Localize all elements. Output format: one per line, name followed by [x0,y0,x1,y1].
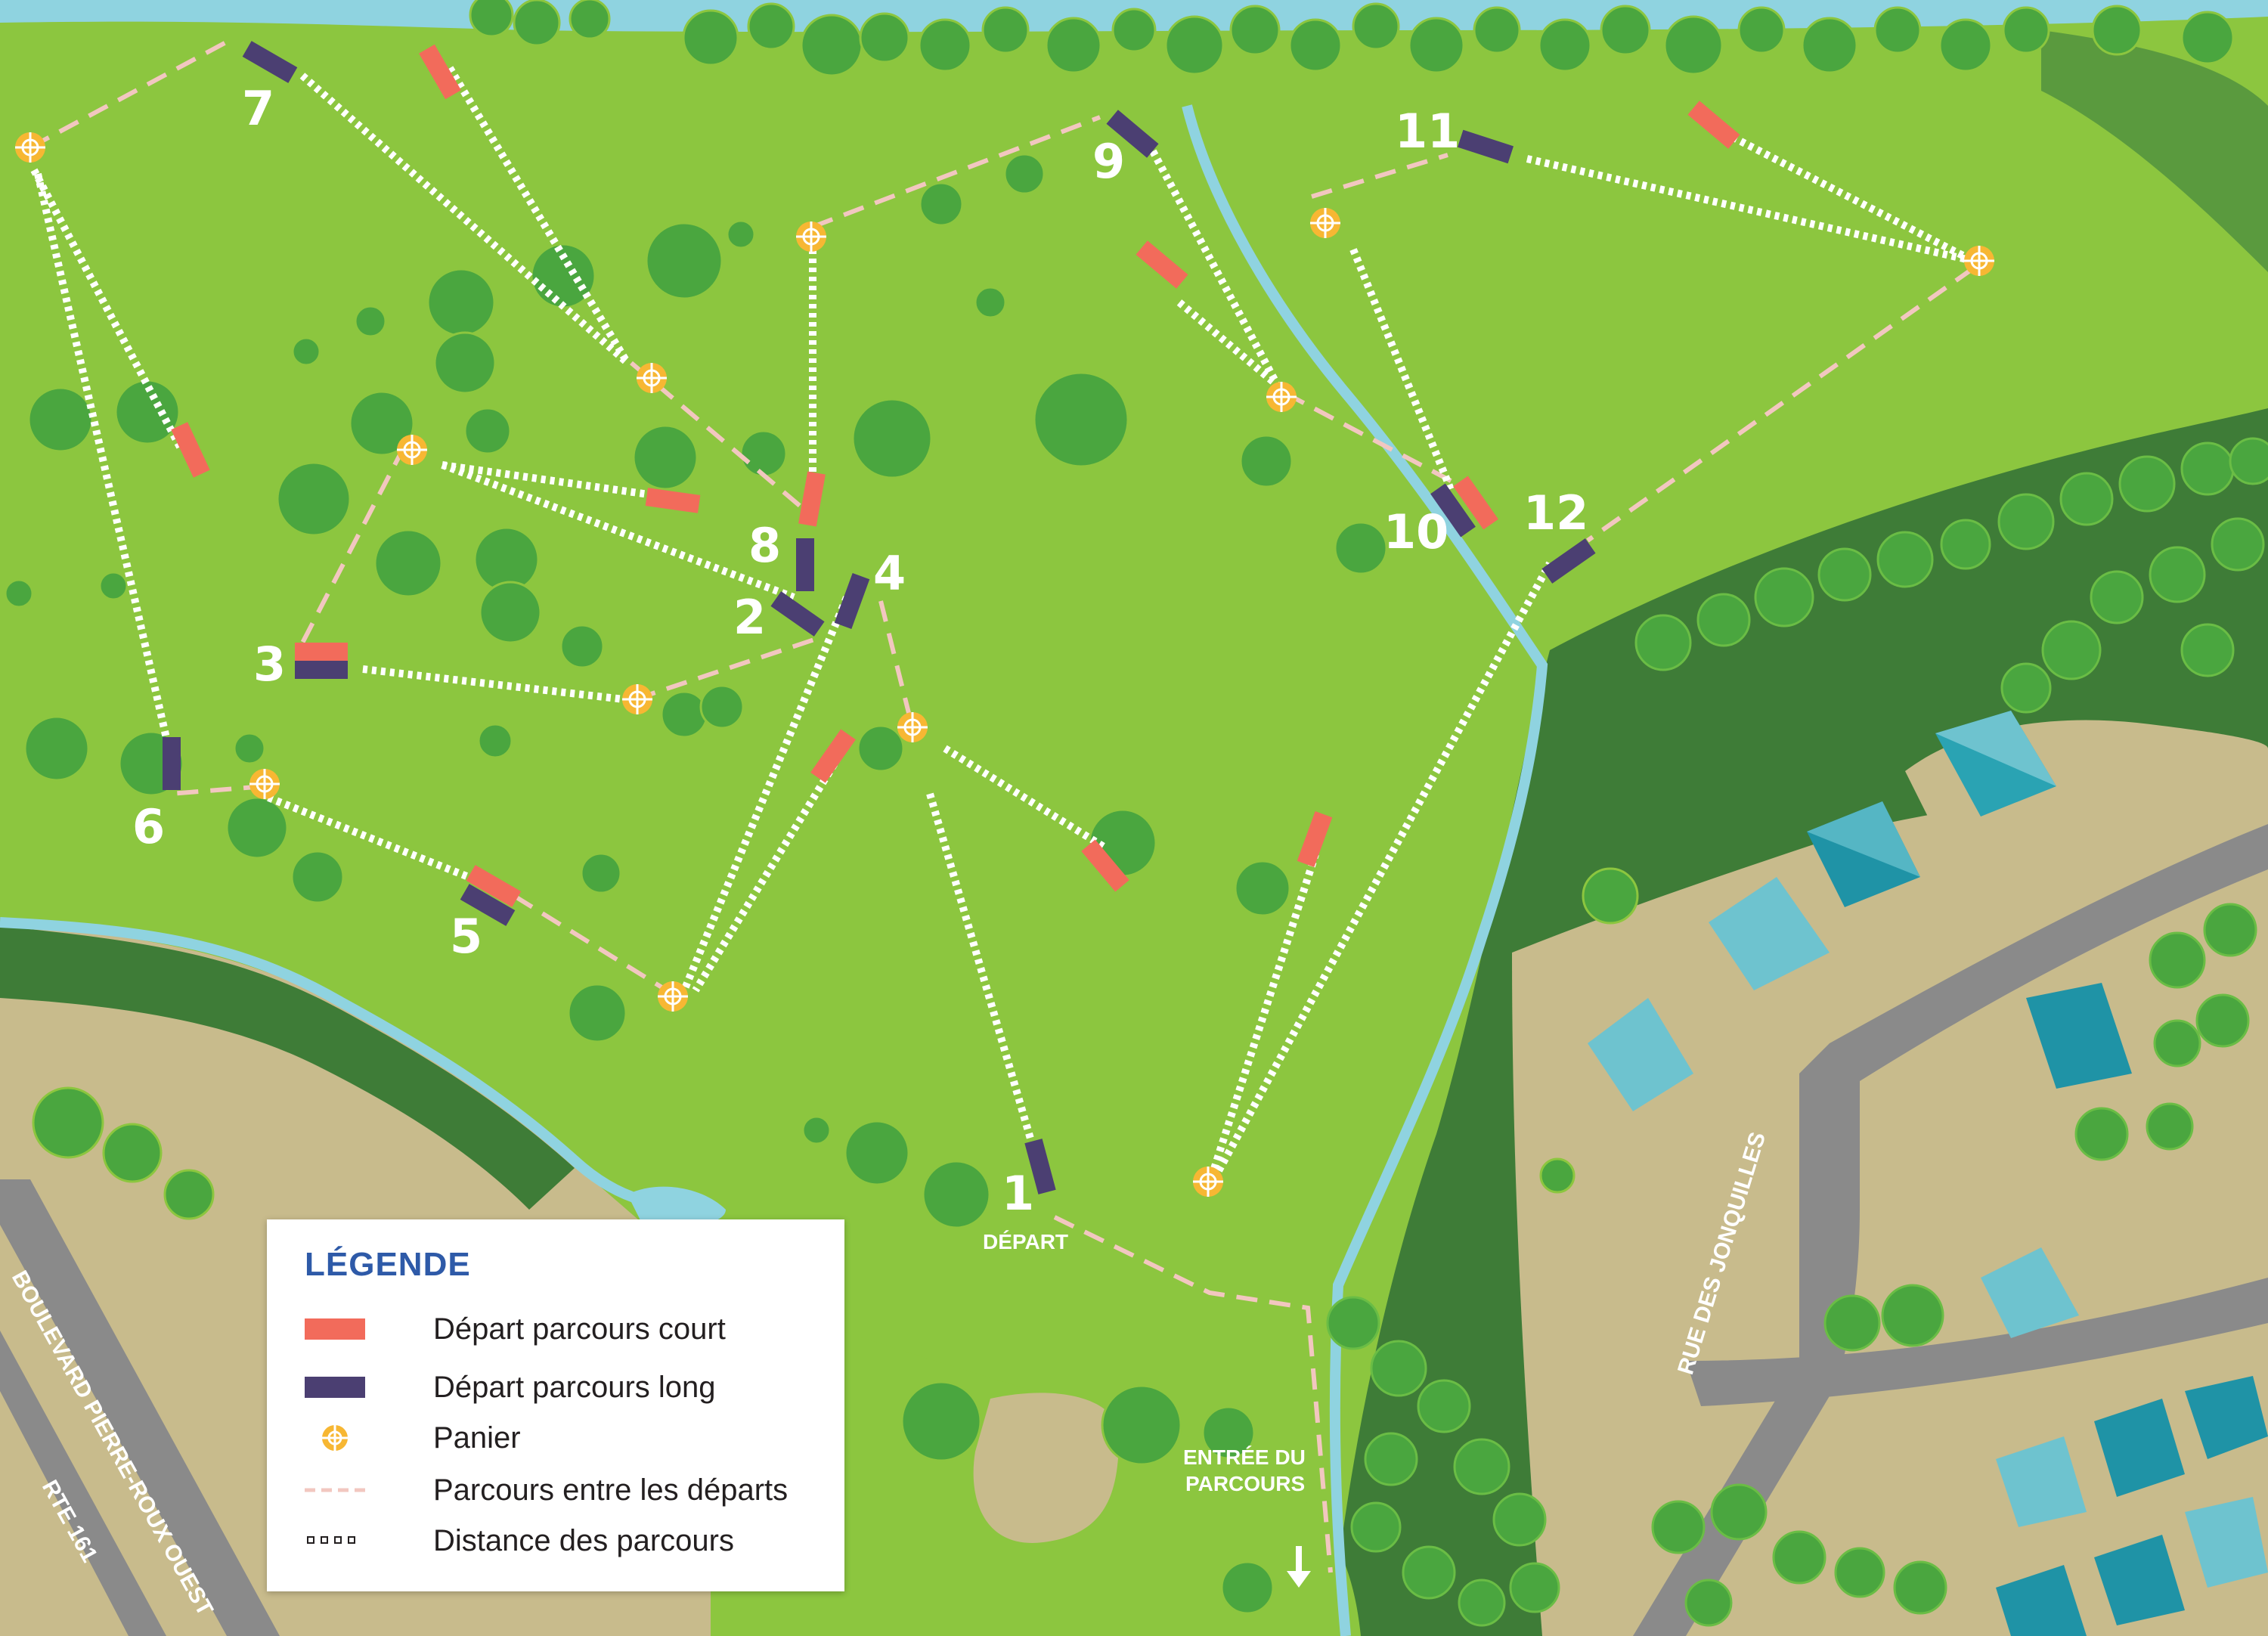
road-boulevard [0,1179,280,1636]
legend-label-tee-short: Départ parcours court [433,1312,726,1346]
tee-short-3 [295,643,348,661]
dark-band-left [0,926,575,1210]
tee-short-1 [810,729,856,783]
hole-label-6: 6 [132,799,165,854]
legend-label-tee-long: Départ parcours long [433,1371,716,1404]
creek-left [0,917,697,1210]
hole-label-5: 5 [450,909,482,964]
path-dash-icon [305,1488,365,1492]
tee-long-8 [796,538,814,591]
tee-short-11 [1687,101,1740,149]
tee-short-4 [1081,839,1129,892]
hole-label-1: 1 [1002,1166,1034,1221]
basket-icon [637,363,667,393]
depart-label: DÉPART [983,1230,1068,1253]
hole-label-8: 8 [748,518,781,573]
entree-label-1: ENTRÉE DU [1183,1445,1306,1469]
tee-long-1 [1024,1139,1056,1194]
basket-icon [1310,208,1340,238]
distance-lines [30,66,1975,1197]
tee-long-4 [834,573,870,629]
hole-label-4: 4 [873,546,906,601]
legend-item-basket: Panier [305,1415,834,1461]
basket-icon [658,981,688,1012]
tee-long-icon [305,1377,365,1398]
basket-icon [249,769,280,799]
road-rte161 [0,1331,166,1636]
basket-icon [796,222,826,252]
hole-label-9: 9 [1092,134,1125,189]
tee-short-10 [1453,476,1498,530]
basket-icon [897,712,928,742]
road-cross [1686,1278,2268,1406]
legend-item-tee-long: Départ parcours long [305,1365,834,1410]
basket-icon [1266,382,1297,412]
pond [627,1186,726,1228]
paths-between-tees [29,36,1975,1573]
distance-dots-icon [307,1536,355,1544]
legend-label-basket: Panier [433,1421,521,1455]
tee-long-12 [1541,538,1596,584]
legend-item-distance: Distance des parcours [305,1518,834,1563]
tee-short-6a [171,422,210,478]
legend-title: LÉGENDE [305,1246,471,1283]
trees-dark-right [1326,437,2268,1627]
legend-panel: LÉGENDE Départ parcours court Départ par… [267,1219,844,1591]
tee-long-3 [295,661,348,679]
legend-item-path: Parcours entre les départs [305,1467,834,1513]
short-tees [171,44,1740,907]
tee-long-6 [163,737,181,790]
tee-long-9 [1106,110,1159,158]
basket-icon [322,1425,348,1451]
woods-top-right [2041,30,2268,272]
hole-labels: 1 2 3 4 5 6 7 8 9 10 11 12 [132,81,1588,1221]
hole-label-7: 7 [242,81,274,136]
road-rue-des-jonquilles [1633,824,2268,1636]
hole-label-12: 12 [1523,485,1588,541]
tee-short-8 [798,471,826,527]
basket-icon [1964,246,1994,276]
hole-label-11: 11 [1395,104,1460,159]
entree-label-2: PARCOURS [1185,1472,1305,1495]
tee-short-12 [1297,811,1333,867]
sand-clearing [973,1393,1119,1543]
houses [1588,711,2268,1636]
creek-central [1182,104,1548,1636]
tee-long-2 [770,591,825,637]
legend-label-distance: Distance des parcours [433,1524,734,1557]
arrow-down-icon [1287,1546,1311,1588]
tee-short-icon [305,1318,365,1340]
basket-icon [15,132,45,163]
hole-label-10: 10 [1383,504,1448,559]
basket-icon [1193,1167,1223,1197]
hole-label-3: 3 [253,637,286,692]
long-tees [163,41,1596,1194]
tee-short-5 [466,865,522,907]
legend-label-path: Parcours entre les départs [433,1473,789,1507]
baskets [15,132,1994,1197]
tee-long-7 [242,41,298,83]
tee-short-2a [645,488,701,513]
tee-short-7a [419,44,461,100]
tee-short-9 [1136,240,1188,289]
trees [4,0,2235,1615]
basket-icon [622,684,652,714]
tee-long-11 [1458,129,1514,164]
tee-long-5 [460,884,516,926]
legend-item-tee-short: Départ parcours court [305,1306,834,1352]
hole-label-2: 2 [733,590,766,645]
basket-icon [397,435,427,465]
tee-long-10 [1430,483,1476,538]
